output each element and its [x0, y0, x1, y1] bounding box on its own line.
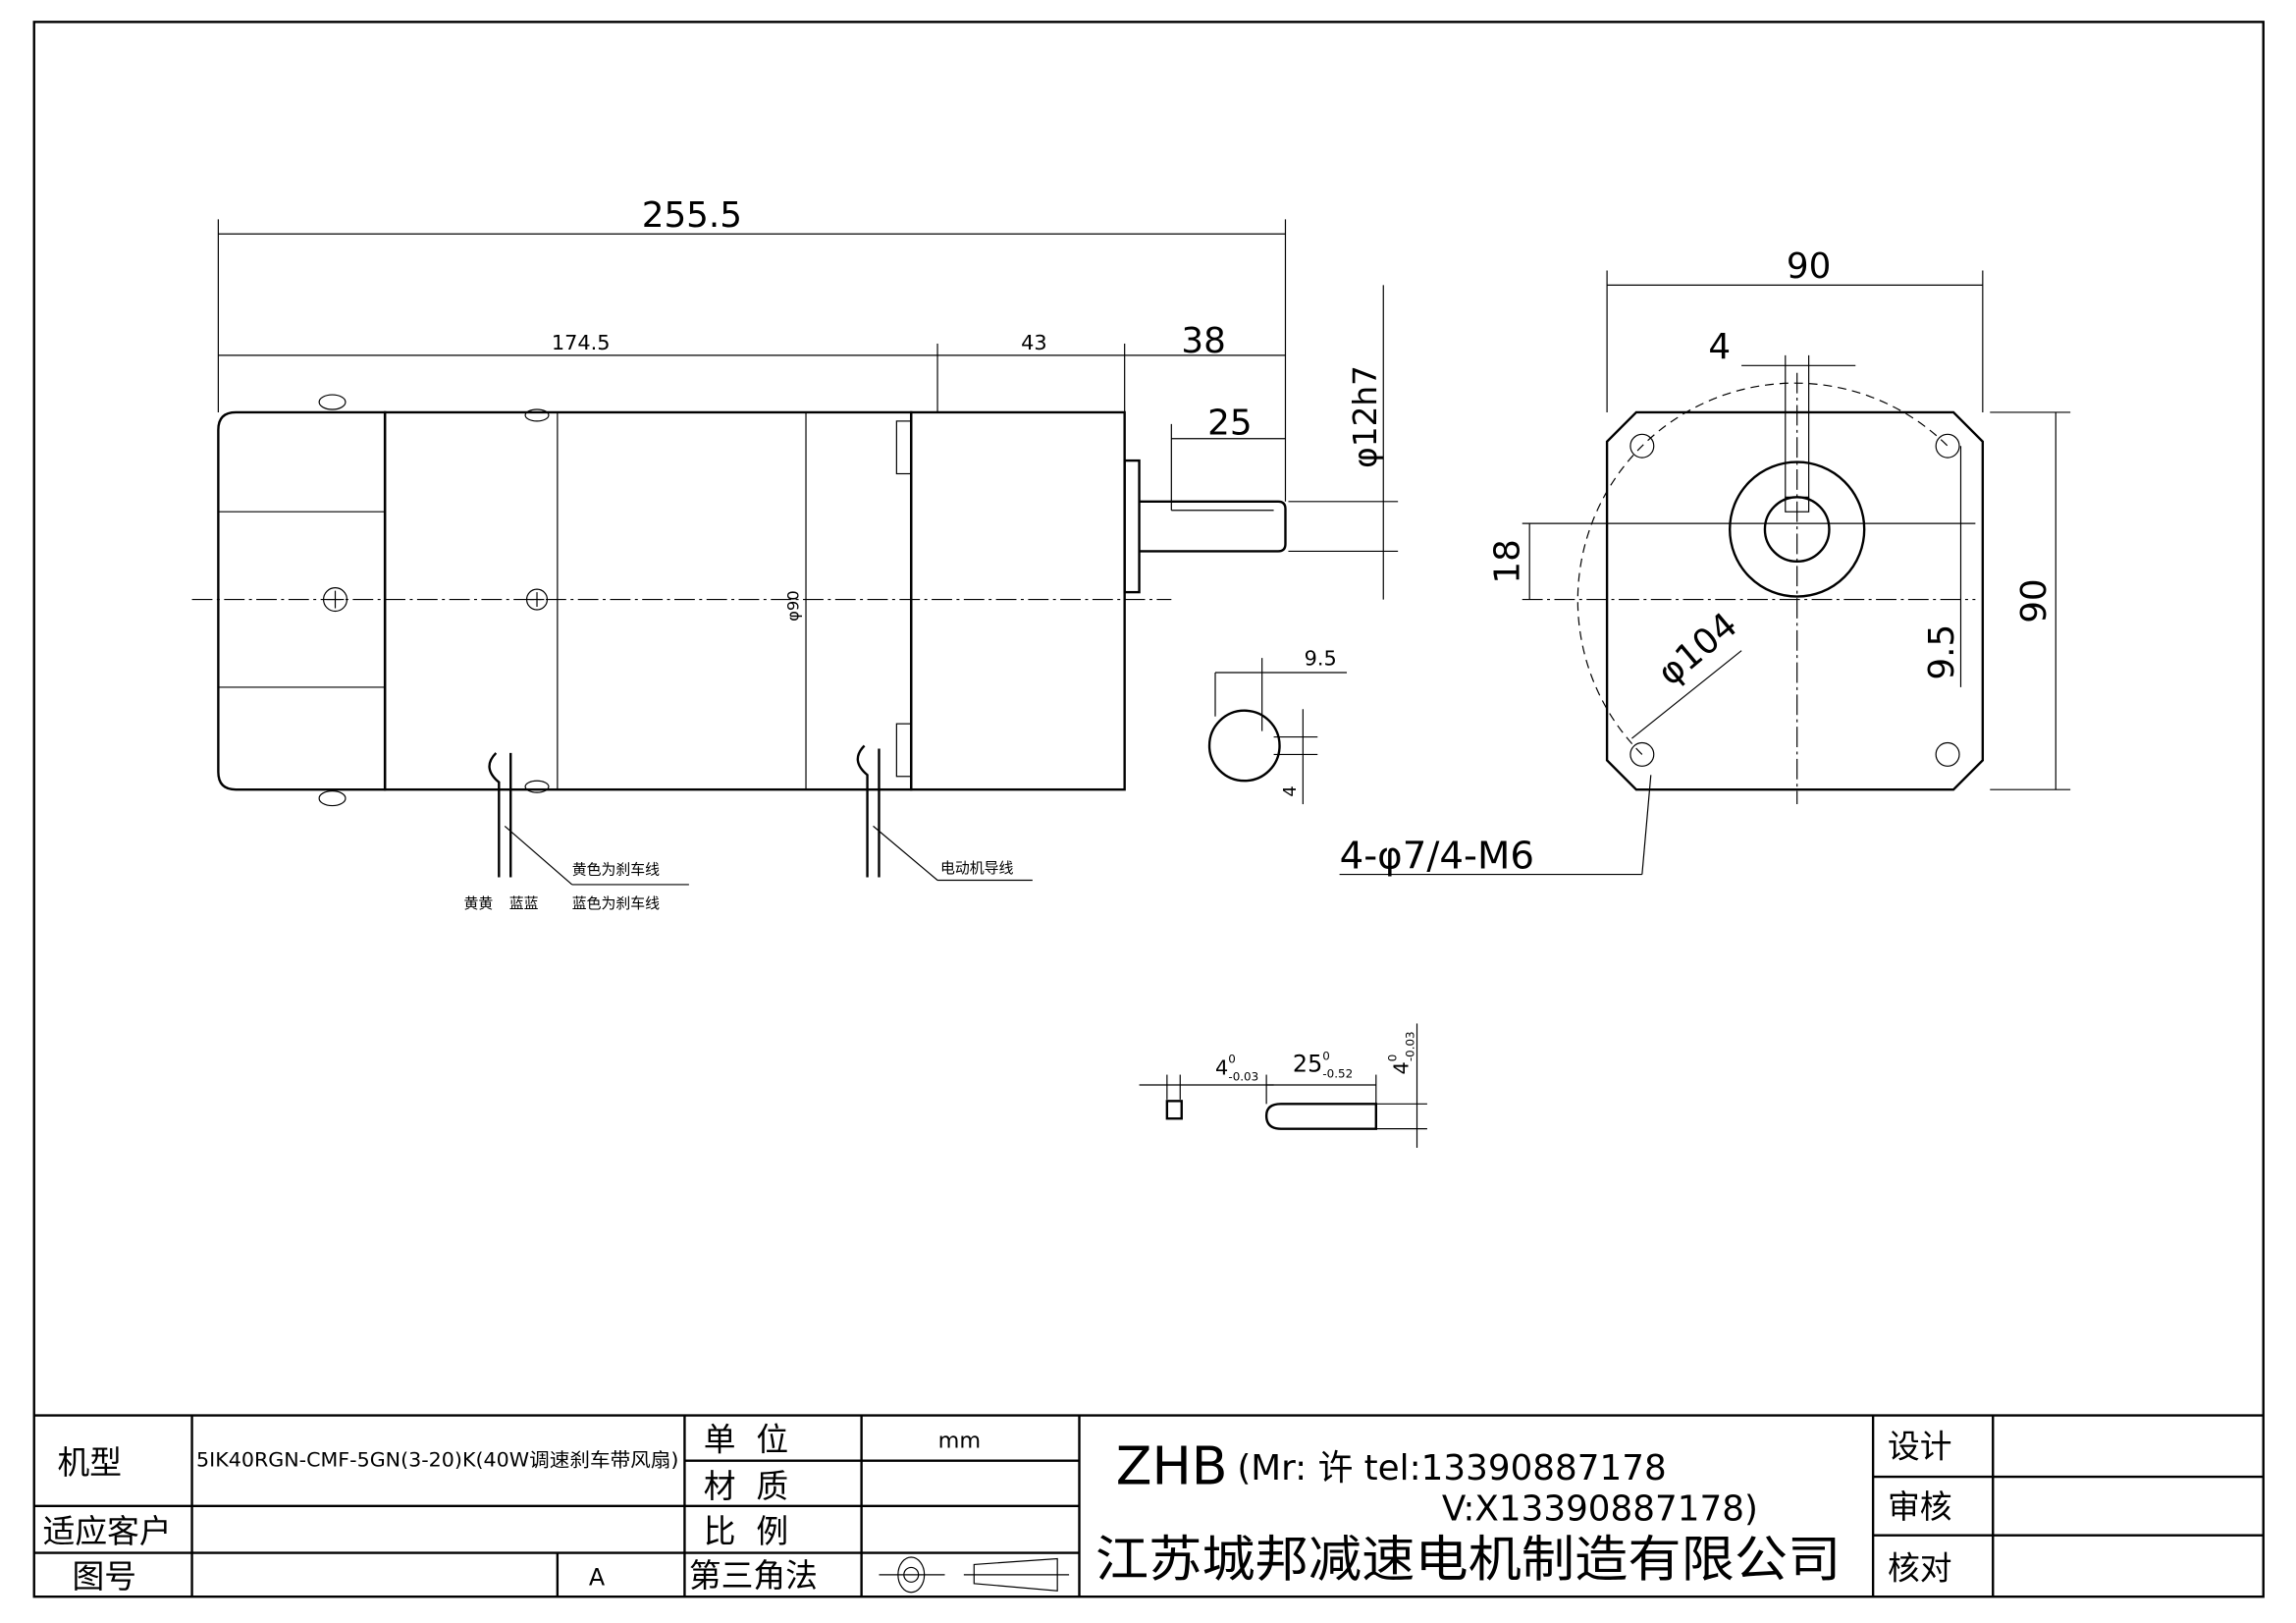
model-label: 机型 [58, 1444, 123, 1482]
dim-motor-length: 174.5 [552, 331, 611, 354]
customer-label: 适应客户 [43, 1513, 172, 1550]
dim-square-height: 90 [2014, 578, 2055, 622]
company-name: 江苏城邦减速电机制造有限公司 [1095, 1530, 1841, 1588]
contact-line-2: V:X13390887178) [1442, 1489, 1758, 1530]
unit-value: mm [938, 1428, 982, 1453]
dim-mounting-holes: 4-φ7/4-M6 [1340, 835, 1534, 879]
key-length-tolerance: 250-0.52 [1293, 1050, 1353, 1081]
check-label: 核对 [1888, 1549, 1952, 1587]
contact-line-1: (Mr: 许 tel:13390887178 [1237, 1448, 1666, 1488]
dim-shaft-diameter: φ12h7 [1347, 365, 1384, 468]
dim-overall-length: 255.5 [642, 195, 742, 236]
wire-label-blue-brake: 蓝色为刹车线 [572, 894, 660, 912]
dim-shaft-length: 38 [1181, 321, 1225, 361]
third-angle-projection-icon [879, 1556, 1070, 1594]
key-width-tolerance: 40-0.03 [1215, 1053, 1258, 1084]
revision-value: A [589, 1563, 606, 1591]
drawing-number-label: 图号 [72, 1558, 136, 1596]
section-key-label: 4 [1280, 785, 1301, 796]
model-value: 5IK40RGN-CMF-5GN(3-20)K(40W调速刹车带风扇) [196, 1449, 678, 1472]
material-label: 材 质 [704, 1468, 788, 1505]
dim-key-length: 25 [1207, 403, 1252, 443]
brand-logo: ZHB [1116, 1435, 1228, 1497]
unit-label: 单 位 [704, 1421, 788, 1458]
title-block [33, 1414, 2264, 1597]
dim-pcd: φ104 [1650, 605, 1745, 693]
drawing-border [32, 21, 2265, 1598]
key-height-tolerance: 40-0.03 [1386, 1031, 1417, 1074]
wire-label-motor-lead: 电动机导线 [940, 859, 1013, 877]
wire-label-blue-pair: 蓝蓝 [509, 894, 539, 912]
review-label: 审核 [1888, 1488, 1952, 1526]
projection-label: 第三角法 [689, 1557, 818, 1595]
design-label: 设计 [1888, 1429, 1952, 1466]
body-diameter-label: φ90 [784, 590, 803, 622]
motor-front-view [1339, 270, 2071, 876]
section-width-label: 9.5 [1305, 647, 1337, 671]
wire-label-yellow-brake: 黄色为刹车线 [572, 861, 660, 879]
shaft-section [1207, 658, 1348, 805]
dim-square-width: 90 [1787, 246, 1831, 287]
dim-center-offset: 9.5 [1922, 624, 1962, 680]
dim-shaft-offset: 18 [1488, 539, 1528, 583]
wire-label-yellow-pair: 黄黄 [464, 894, 494, 912]
key-detail [1139, 1023, 1427, 1149]
side-dimensions [217, 219, 1399, 600]
dim-key-width: 4 [1708, 327, 1731, 367]
motor-side-view: φ90 [191, 394, 1287, 886]
dim-gearbox-length: 43 [1021, 331, 1047, 354]
scale-label: 比 例 [704, 1513, 788, 1550]
